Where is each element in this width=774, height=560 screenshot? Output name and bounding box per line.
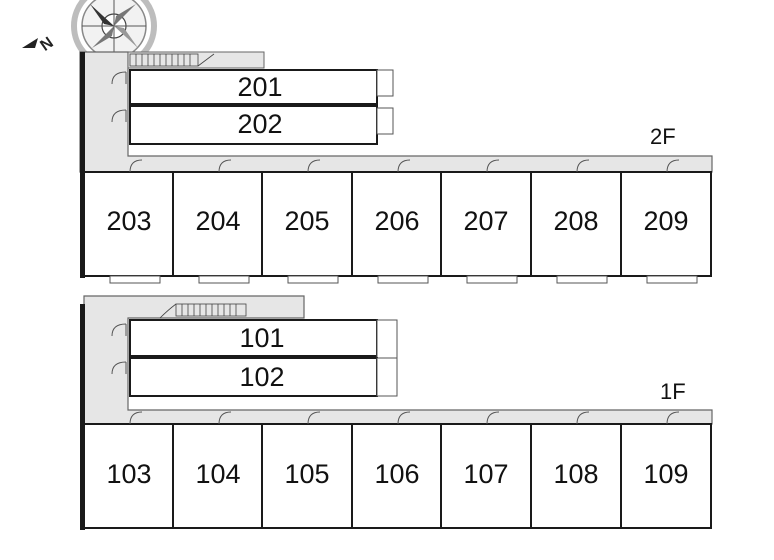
- room-202: 202: [111, 105, 394, 145]
- room-label: 205: [284, 206, 329, 236]
- room-107: 107: [440, 411, 532, 529]
- room-label: 201: [237, 72, 282, 102]
- floor-2f: 201 202 2F 203 204 205: [79, 51, 713, 284]
- room-105: 105: [261, 411, 353, 529]
- room-206: 206: [351, 159, 442, 284]
- floor-1f: 101 102 1F 103 104 105 106: [80, 295, 713, 530]
- compass-icon: N: [22, 0, 157, 69]
- room-201: 201: [111, 69, 394, 105]
- room-label: 104: [195, 459, 240, 489]
- room-label: 105: [284, 459, 329, 489]
- room-label: 106: [374, 459, 419, 489]
- room-label: 107: [463, 459, 508, 489]
- floor-label: 1F: [660, 379, 686, 404]
- room-109: 109: [620, 411, 712, 529]
- north-arrow-icon: [22, 38, 38, 48]
- room-label: 108: [553, 459, 598, 489]
- room-108: 108: [530, 411, 622, 529]
- room-205: 205: [261, 159, 353, 284]
- room-208: 208: [530, 159, 622, 284]
- room-207: 207: [440, 159, 532, 284]
- room-label: 109: [643, 459, 688, 489]
- room-label: 206: [374, 206, 419, 236]
- room-106: 106: [351, 411, 442, 529]
- room-label: 102: [239, 362, 284, 392]
- room-label: 203: [106, 206, 151, 236]
- room-209: 209: [620, 159, 712, 284]
- room-label: 204: [195, 206, 240, 236]
- room-101: 101: [111, 319, 398, 359]
- room-label: 208: [553, 206, 598, 236]
- room-label: 207: [463, 206, 508, 236]
- room-label: 209: [643, 206, 688, 236]
- staircase-1f: [159, 303, 247, 319]
- room-203: 203: [83, 159, 174, 284]
- room-label: 103: [106, 459, 151, 489]
- room-204: 204: [172, 159, 263, 284]
- room-label: 202: [237, 109, 282, 139]
- staircase-2f: [127, 51, 265, 69]
- room-102: 102: [111, 357, 398, 397]
- floor-label: 2F: [650, 124, 676, 149]
- room-104: 104: [172, 411, 263, 529]
- room-103: 103: [83, 411, 174, 529]
- north-label: N: [37, 34, 56, 55]
- room-label: 101: [239, 323, 284, 353]
